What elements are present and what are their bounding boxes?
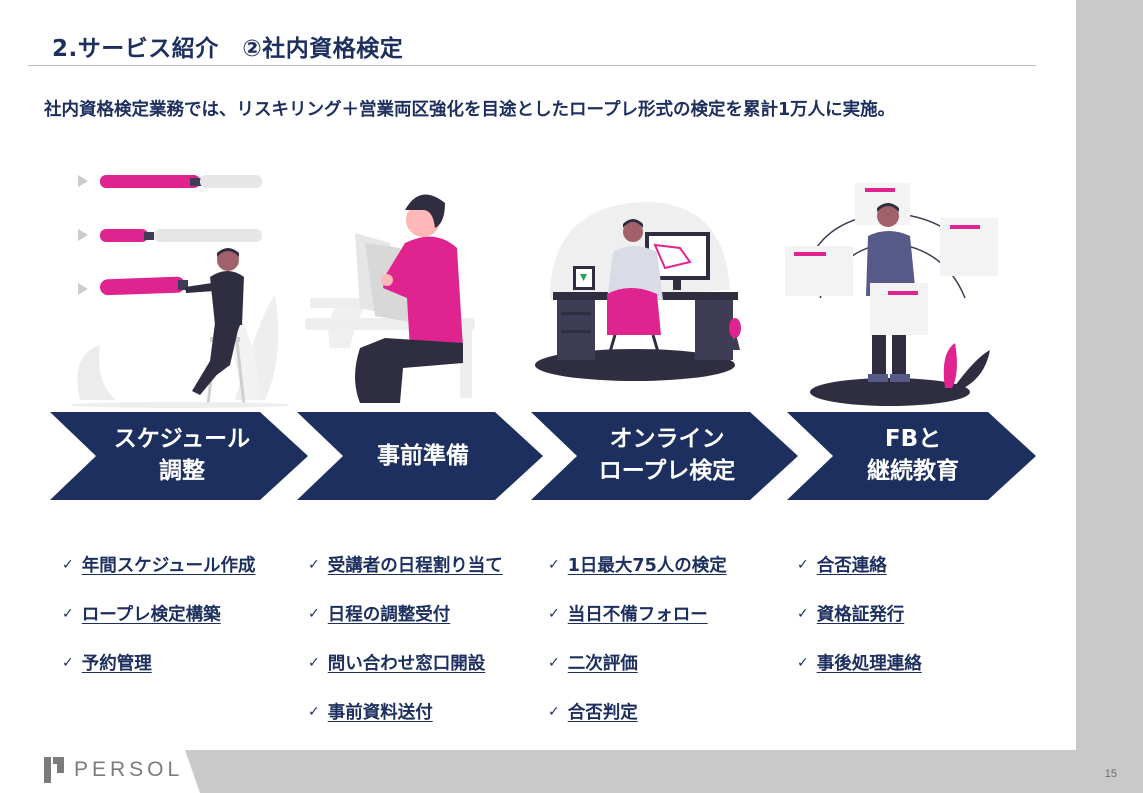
step-arrow-4 <box>787 412 1036 500</box>
preparation-task-list: ✓受講者の日程割り当て ✓日程の調整受付 ✓問い合わせ窓口開設 ✓事前資料送付 <box>308 540 503 736</box>
list-item: ✓当日不備フォロー <box>548 605 708 625</box>
list-item: ✓受講者の日程割り当て <box>308 556 503 576</box>
check-icon: ✓ <box>308 556 320 573</box>
check-icon: ✓ <box>797 605 809 622</box>
step-1-label: スケジュール調整 <box>113 426 251 484</box>
check-icon: ✓ <box>62 605 74 622</box>
check-icon: ✓ <box>797 654 809 671</box>
schedule-task-list: ✓年間スケジュール作成 ✓ロープレ検定構築 ✓予約管理 <box>62 540 256 687</box>
step-arrow-2 <box>297 412 543 500</box>
slide: 2.サービス紹介 ②社内資格検定 社内資格検定業務では、リスキリング＋営業両区強… <box>0 0 1076 750</box>
step-4-label: FBと継続教育 <box>867 426 959 484</box>
feedback-task-list: ✓合否連絡 ✓資格証発行 ✓事後処理連絡 <box>797 540 922 687</box>
check-icon: ✓ <box>308 654 320 671</box>
list-item: ✓事後処理連絡 <box>797 654 922 674</box>
step-arrow-1 <box>50 412 308 500</box>
title-divider <box>28 65 1036 66</box>
list-item: ✓日程の調整受付 <box>308 605 451 625</box>
list-item: ✓ロープレ検定構築 <box>62 605 221 625</box>
list-item: ✓1日最大75人の検定 <box>548 556 727 576</box>
check-icon: ✓ <box>62 654 74 671</box>
list-item: ✓予約管理 <box>62 654 152 674</box>
check-icon: ✓ <box>548 654 560 671</box>
footer-logo-area <box>0 750 200 793</box>
check-icon: ✓ <box>548 605 560 622</box>
step-2-label: 事前準備 <box>377 443 469 469</box>
page-title: 2.サービス紹介 ②社内資格検定 <box>52 36 404 62</box>
list-item: ✓事前資料送付 <box>308 703 433 723</box>
list-item: ✓問い合わせ窓口開設 <box>308 654 486 674</box>
list-item: ✓合否連絡 <box>797 556 887 576</box>
schedule-illustration-icon <box>70 175 290 408</box>
step-3-label: オンラインロープレ検定 <box>598 426 736 484</box>
check-icon: ✓ <box>548 703 560 720</box>
feedback-illustration-icon <box>785 183 998 406</box>
exam-task-list: ✓1日最大75人の検定 ✓当日不備フォロー ✓二次評価 ✓合否判定 <box>548 540 727 736</box>
list-item: ✓年間スケジュール作成 <box>62 556 256 576</box>
lead-text: 社内資格検定業務では、リスキリング＋営業両区強化を目途としたロープレ形式の検定を… <box>44 100 896 120</box>
list-item: ✓二次評価 <box>548 654 638 674</box>
preparation-illustration-icon <box>305 194 475 403</box>
page-number: 15 <box>1104 768 1117 780</box>
check-icon: ✓ <box>797 556 809 573</box>
check-icon: ✓ <box>62 556 74 573</box>
step-arrow-3 <box>531 412 798 500</box>
list-item: ✓資格証発行 <box>797 605 905 625</box>
list-item: ✓合否判定 <box>548 703 638 723</box>
online-exam-illustration-icon <box>535 202 741 381</box>
check-icon: ✓ <box>308 605 320 622</box>
process-arrows <box>50 412 1036 500</box>
persol-logo-icon <box>44 757 64 783</box>
persol-logo: PERSOL <box>44 750 204 790</box>
check-icon: ✓ <box>548 556 560 573</box>
check-icon: ✓ <box>308 703 320 720</box>
logo-text: PERSOL <box>74 758 184 781</box>
